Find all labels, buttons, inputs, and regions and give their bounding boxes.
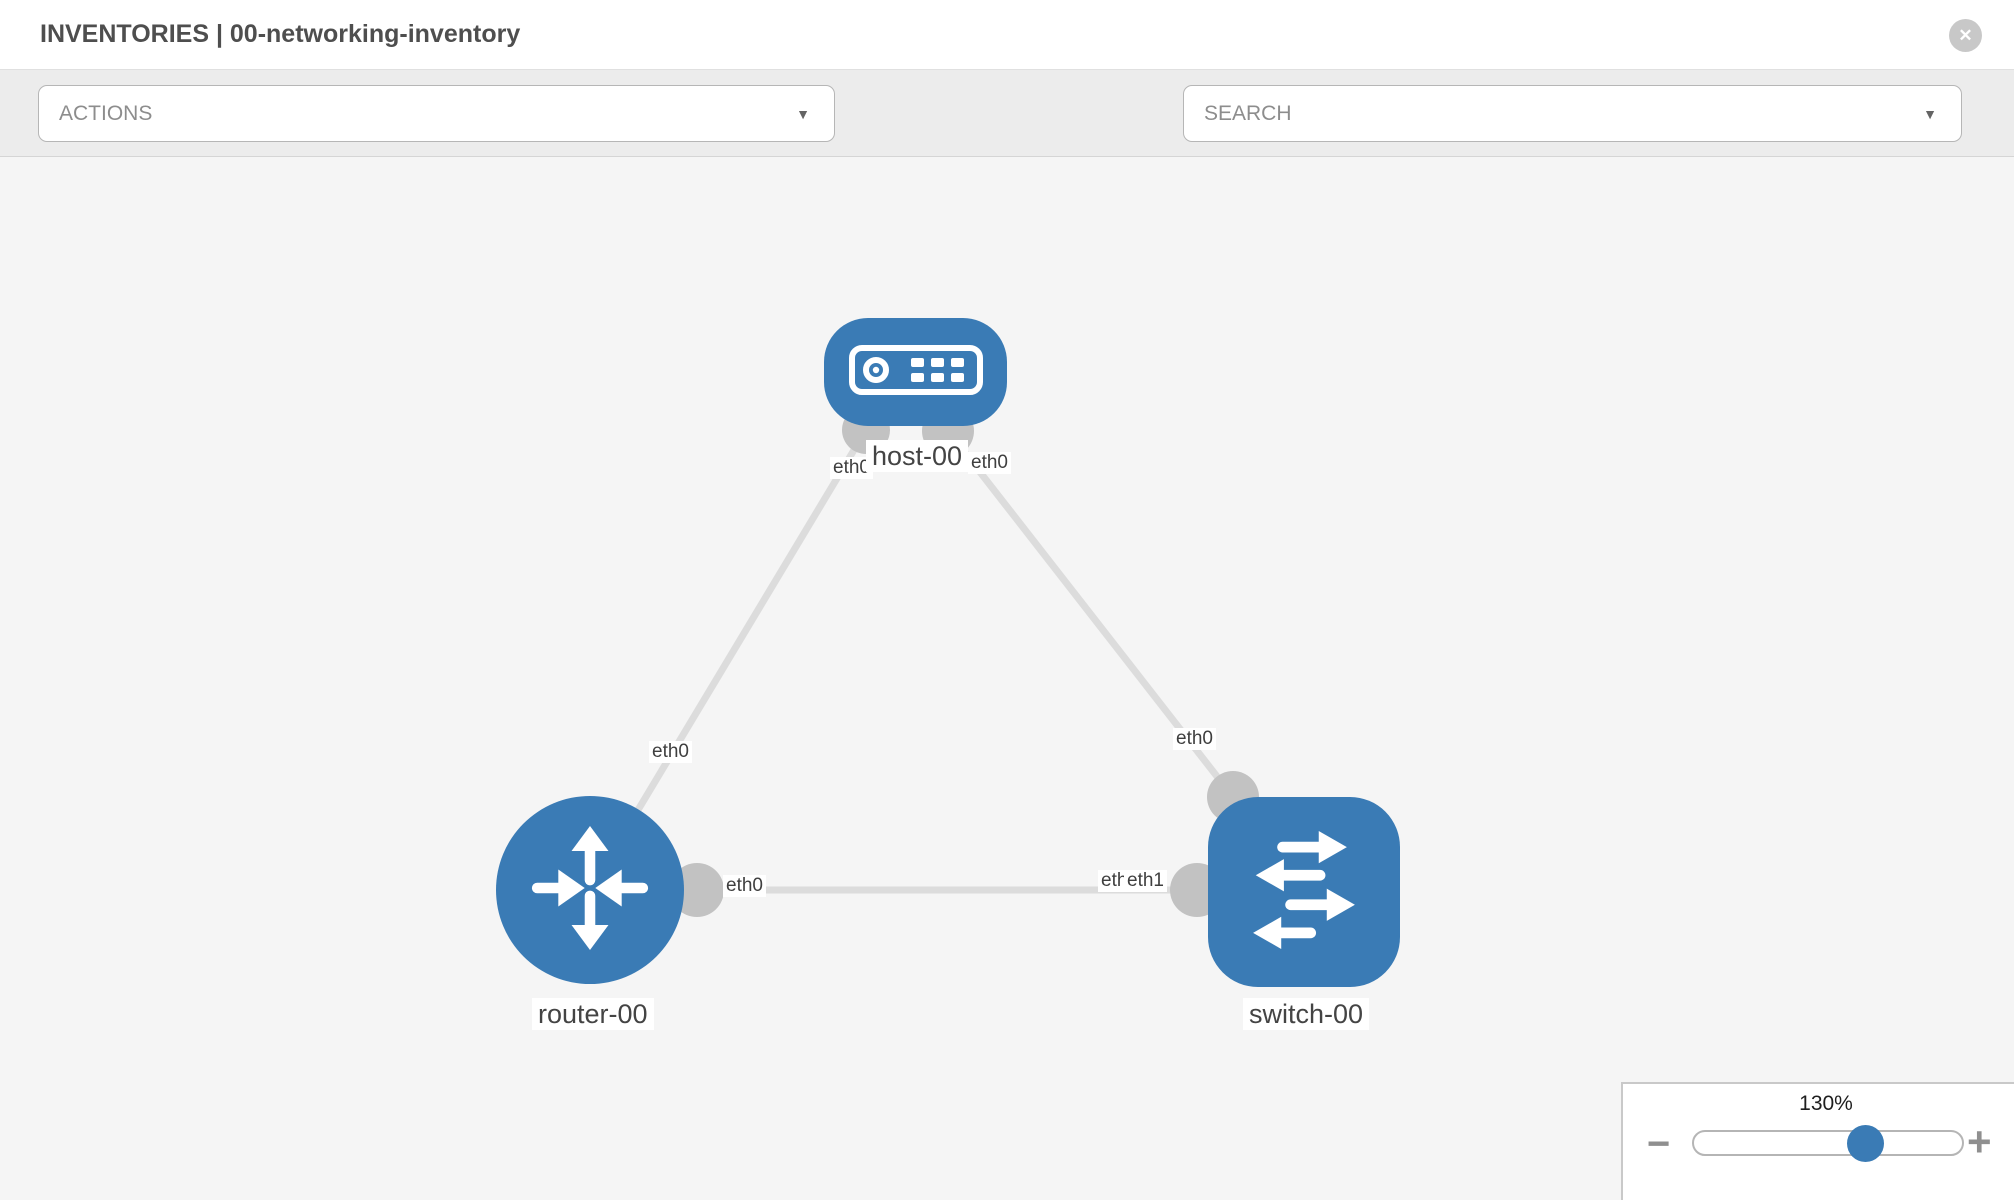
chevron-down-icon: ▼ [1923, 105, 1937, 122]
zoom-in-button[interactable]: + [1967, 1118, 1992, 1165]
zoom-level-value: 130% [1799, 1092, 1853, 1115]
router-icon [524, 822, 656, 959]
search-input[interactable]: SEARCH ▼ [1183, 85, 1962, 142]
switch-icon [1237, 823, 1371, 962]
actions-dropdown-label: ACTIONS [59, 101, 153, 125]
search-placeholder: SEARCH [1204, 101, 1292, 125]
header-bar: INVENTORIES | 00-networking-inventory ✕ [0, 0, 2014, 70]
interface-label-host-eth0-left: eth0 [830, 457, 873, 479]
zoom-slider-track[interactable] [1692, 1130, 1964, 1156]
page-title: INVENTORIES | 00-networking-inventory [40, 20, 521, 48]
node-label-router-00: router-00 [532, 998, 654, 1030]
node-host-00[interactable] [824, 318, 1007, 426]
interface-label-router-eth0-uplink: eth0 [649, 741, 692, 763]
interface-label-switch-eth1: eth1 [1124, 870, 1167, 892]
node-label-switch-00: switch-00 [1243, 998, 1370, 1030]
host-icon [848, 344, 983, 400]
toolbar: ACTIONS ▼ SEARCH ▼ [0, 70, 2014, 202]
zoom-control-panel: 130% − + [1621, 1082, 2014, 1200]
node-router-00[interactable] [496, 796, 684, 984]
close-button[interactable]: ✕ [1949, 19, 1982, 52]
port-router-eth0 [670, 863, 724, 917]
node-switch-00[interactable] [1208, 797, 1400, 987]
interface-label-router-eth0-horizontal: eth0 [723, 875, 766, 897]
zoom-out-button[interactable]: − [1647, 1122, 1671, 1166]
node-label-host-00: host-00 [866, 440, 969, 472]
topology-canvas[interactable]: eth0 host-00 eth0 eth0 eth0 eth0 eth0 et… [0, 157, 2014, 1200]
zoom-slider-thumb[interactable] [1847, 1125, 1884, 1162]
interface-label-switch-eth0-uplink: eth0 [1173, 728, 1216, 750]
close-icon: ✕ [1958, 25, 1973, 45]
chevron-down-icon: ▼ [796, 105, 810, 122]
links-layer [586, 405, 1259, 917]
interface-label-host-eth0-right: eth0 [968, 452, 1011, 474]
actions-dropdown[interactable]: ACTIONS ▼ [38, 85, 835, 142]
